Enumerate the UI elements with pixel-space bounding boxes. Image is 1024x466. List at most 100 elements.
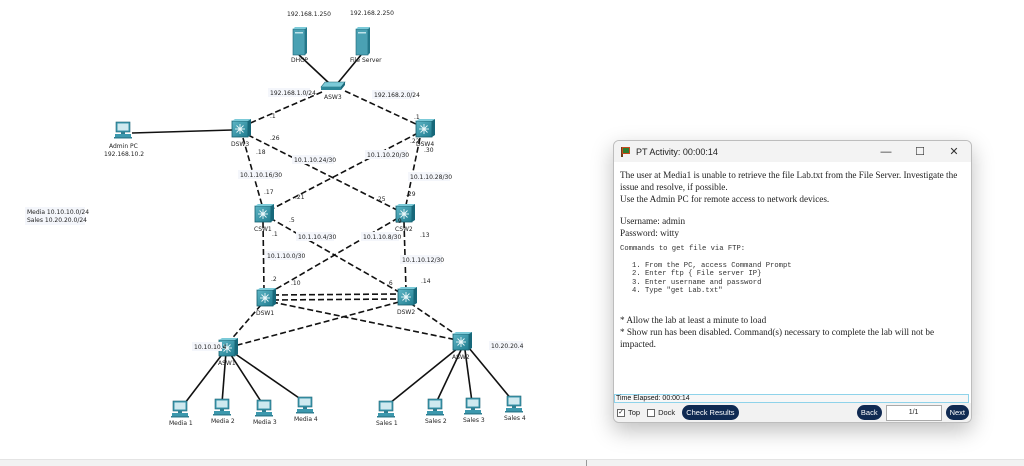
interface-label: .26 — [270, 135, 280, 142]
interface-labels: .1 .26 .18 .1 .22 .30 .17 .21 .5 .1 .25 … — [256, 113, 434, 287]
link-dsw2-asw1 — [233, 301, 400, 347]
link-dsw4-csw2 — [405, 137, 421, 206]
device-label: Sales 4 — [504, 415, 526, 422]
device-media3[interactable]: Media 3 — [253, 399, 277, 426]
device-dsw1[interactable]: DSW1 — [256, 287, 277, 317]
ftp-step: 2. Enter ftp { File server IP} — [632, 270, 762, 279]
device-label: CSW2 — [395, 226, 413, 233]
dock-checkbox[interactable] — [647, 408, 656, 417]
ip-label-file-server: 192.168.2.250 — [350, 10, 394, 17]
device-media4[interactable]: Media 4 — [294, 396, 318, 423]
ip-label-dhcp: 192.168.1.250 — [287, 11, 331, 18]
instructions-panel: The user at Media1 is unable to retrieve… — [614, 163, 971, 394]
link-dhcp-asw3 — [298, 54, 331, 85]
link-dsw4-csw1 — [269, 132, 419, 211]
close-button[interactable]: ✕ — [949, 146, 959, 158]
device-file-server[interactable]: File Server — [350, 26, 382, 64]
ftp-step: 4. Type "get Lab.txt" — [632, 287, 723, 296]
check-results-button[interactable]: Check Results — [682, 405, 739, 420]
link-asw1-media4 — [230, 350, 303, 401]
link-asw2-sales2 — [435, 349, 462, 404]
page-indicator[interactable]: 1/1 — [885, 404, 942, 421]
device-dhcp[interactable]: DHCP — [291, 26, 308, 64]
topology-links — [131, 54, 513, 404]
ip-label-asw1: 10.10.10.4 — [194, 344, 227, 351]
activity-controls: ✓ Top Dock Check Results Back 1/1 Next — [614, 403, 971, 422]
password-text: Password: witty — [620, 228, 679, 238]
device-media2[interactable]: Media 2 — [211, 398, 235, 425]
device-dsw3[interactable]: DSW3 — [231, 118, 252, 148]
link-adminpc-dsw3 — [131, 129, 233, 134]
pt-activity-flag-icon — [621, 146, 631, 157]
device-asw1[interactable]: ASW1 — [218, 337, 239, 367]
device-csw1[interactable]: CSW1 — [254, 203, 275, 233]
device-sales3[interactable]: Sales 3 — [463, 397, 485, 424]
device-dsw2[interactable]: DSW2 — [397, 286, 418, 316]
link-dsw1-asw2 — [271, 301, 458, 341]
device-sales2[interactable]: Sales 2 — [425, 398, 447, 425]
legend-media: Media 10.10.10.0/24 — [27, 209, 89, 216]
device-sales4[interactable]: Sales 4 — [504, 395, 526, 422]
device-label: CSW1 — [254, 226, 272, 233]
interface-label: .17 — [264, 189, 274, 196]
link-dsw1-dsw2-a — [272, 293, 399, 296]
device-label: Admin PC — [109, 143, 138, 150]
subnet-label: 10.1.10.12/30 — [402, 257, 444, 264]
link-dsw1-asw1 — [228, 304, 262, 343]
device-media1[interactable]: Media 1 — [169, 400, 193, 427]
link-csw2-dsw2 — [403, 221, 407, 291]
link-dsw3-csw1 — [242, 137, 263, 206]
device-asw2[interactable]: ASW2 — [452, 331, 473, 361]
subnet-label: 10.1.10.28/30 — [410, 174, 452, 181]
commands-heading: Commands to get file via FTP: — [620, 245, 746, 253]
interface-label: .18 — [256, 149, 266, 156]
device-label: ASW2 — [452, 354, 470, 361]
interface-label: .30 — [424, 147, 434, 154]
link-asw3-dsw3 — [247, 91, 323, 125]
link-csw2-dsw1 — [270, 217, 399, 293]
subnet-label: 10.1.10.20/30 — [367, 152, 409, 159]
top-checkbox[interactable]: ✓ — [617, 408, 625, 417]
ftp-step: 1. From the PC, access Command Prompt — [632, 261, 792, 270]
status-bar-divider — [586, 460, 587, 466]
subnet-labels: 192.168.1.0/24 192.168.2.0/24 10.1.10.16… — [238, 88, 452, 264]
device-label: Media 3 — [253, 419, 277, 426]
link-fileserver-asw3 — [336, 54, 362, 85]
ip-label-admin-pc: 192.168.10.2 — [104, 151, 144, 158]
link-asw1-media3 — [228, 351, 263, 404]
ftp-step: 3. Enter username and password — [632, 278, 762, 287]
device-csw2[interactable]: CSW2 — [395, 203, 416, 233]
device-asw3[interactable]: ASW3 — [320, 81, 346, 101]
interface-label: .9 — [396, 218, 402, 225]
link-asw3-dsw4 — [344, 90, 419, 126]
subnet-legend: Media 10.10.10.0/24 Sales 10.20.20.0/24 — [25, 207, 89, 225]
device-label: File Server — [350, 57, 382, 64]
device-label: Media 4 — [294, 416, 318, 423]
link-asw2-sales3 — [464, 349, 473, 403]
interface-label: .10 — [291, 280, 301, 287]
device-sales1[interactable]: Sales 1 — [376, 400, 398, 427]
dock-checkbox-label: Dock — [658, 408, 676, 417]
subnet-label: 10.1.10.16/30 — [240, 172, 282, 179]
device-dsw4[interactable]: DSW4 — [415, 118, 436, 148]
title-bar[interactable]: PT Activity: 00:00:14 — ☐ ✕ — [614, 141, 971, 162]
minimize-button[interactable]: — — [880, 145, 892, 158]
note-text: * Show run has been disabled. Command(s)… — [620, 326, 935, 349]
link-dsw1-dsw2-b — [272, 298, 399, 301]
device-label: Sales 1 — [376, 420, 398, 427]
maximize-button[interactable]: ☐ — [915, 146, 925, 158]
link-csw1-dsw1 — [262, 221, 265, 291]
next-button[interactable]: Next — [945, 405, 969, 420]
back-button[interactable]: Back — [856, 405, 882, 420]
top-checkbox-label: Top — [628, 408, 641, 417]
interface-label: .2 — [271, 276, 277, 283]
instruction-text: Use the Admin PC for remote access to ne… — [620, 194, 830, 204]
interface-label: .6 — [387, 280, 393, 287]
device-admin-pc[interactable]: Admin PC 192.168.10.2 — [104, 121, 144, 158]
interface-label: .25 — [376, 196, 386, 203]
link-asw2-sales4 — [468, 347, 513, 401]
network-topology-canvas[interactable]: DHCP 192.168.1.250 File Server 192.168.2… — [0, 0, 600, 440]
interface-label: .5 — [289, 217, 295, 224]
status-bar — [0, 459, 1024, 466]
device-label: ASW1 — [218, 360, 236, 367]
